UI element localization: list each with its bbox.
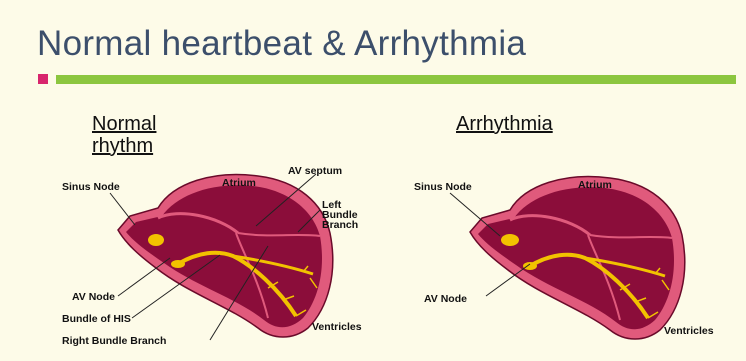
arrhythmia-label-sinus-node: Sinus Node [414,181,472,193]
arrhythmia-sinus-node-marker [501,234,519,246]
normal-label-sinus-node: Sinus Node [62,181,120,193]
normal-label-ventricles: Ventricles [312,321,362,333]
normal-label-left-bundle-3: Branch [322,219,358,231]
normal-heart-illustration [118,175,333,337]
sinus-node-marker [148,234,164,246]
arrhythmia-heart-illustration [470,177,685,339]
arrhythmia-label-atrium: Atrium [578,179,612,191]
normal-label-atrium: Atrium [222,177,256,189]
normal-label-bundle-of-his: Bundle of HIS [62,313,131,325]
normal-label-av-node: AV Node [72,291,115,303]
normal-label-av-septum: AV septum [288,165,342,177]
arrhythmia-label-av-node: AV Node [424,293,467,305]
arrhythmia-label-ventricles: Ventricles [664,325,714,337]
normal-label-right-bundle-branch: Right Bundle Branch [62,335,166,347]
